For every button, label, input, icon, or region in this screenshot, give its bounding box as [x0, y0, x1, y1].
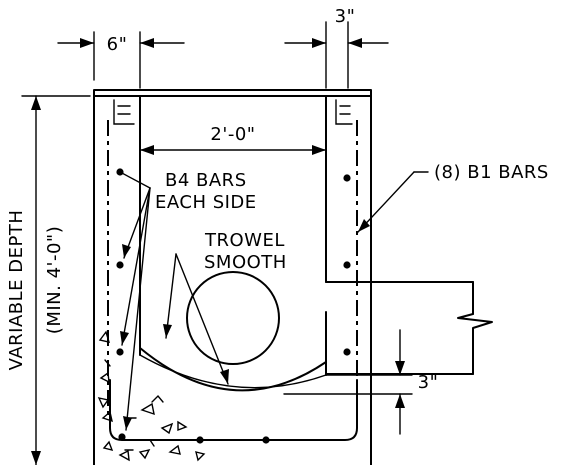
b4-bars-callout: B4 BARS EACH SIDE: [119, 170, 257, 431]
dimension-variable-depth: VARIABLE DEPTH (MIN. 4'-0"): [6, 95, 91, 465]
b1-label: (8) B1 BARS: [434, 162, 549, 183]
right-wall: [325, 95, 372, 465]
invert-outer: [139, 354, 327, 389]
trowel-line1-label: TROWEL: [204, 230, 285, 251]
left-wall: [93, 95, 141, 465]
dimension-6in: 6": [57, 31, 185, 89]
dim-2ft-label: 2'-0": [210, 124, 255, 145]
rebar-dot: [343, 348, 351, 356]
bottom-bar: [109, 379, 358, 441]
inlet-pipe-circle: [186, 271, 280, 365]
invert-trough: [139, 347, 327, 392]
trowel-smooth-callout: TROWEL SMOOTH: [163, 230, 287, 385]
dim-3in-top-label: 3": [335, 6, 356, 27]
b1-bars-callout: (8) B1 BARS: [357, 162, 549, 233]
dimension-3in-top: 3": [284, 6, 389, 89]
rebar-dot: [116, 261, 124, 269]
trowel-line2-label: SMOOTH: [204, 252, 287, 273]
rebar-dot: [118, 433, 126, 441]
aggregate-hatch: [97, 330, 206, 462]
outlet-pipe: [325, 281, 493, 375]
rebar-dot: [196, 436, 204, 444]
b4-line2-label: EACH SIDE: [155, 192, 257, 213]
rebar-dot: [262, 436, 270, 444]
depth-line1-label: VARIABLE DEPTH: [6, 210, 27, 371]
dim-6in-label: 6": [107, 34, 128, 55]
b4-line1-label: B4 BARS: [165, 170, 247, 191]
rebar-dot: [343, 261, 351, 269]
dim-3in-bottom-label: 3": [418, 372, 439, 393]
rebar-dot: [116, 348, 124, 356]
top-anchors: [113, 99, 353, 125]
rebar-dot: [343, 174, 351, 182]
dimension-2ft: 2'-0": [139, 124, 327, 155]
dimension-3in-bottom: 3": [283, 329, 439, 435]
depth-line2-label: (MIN. 4'-0"): [44, 226, 65, 334]
